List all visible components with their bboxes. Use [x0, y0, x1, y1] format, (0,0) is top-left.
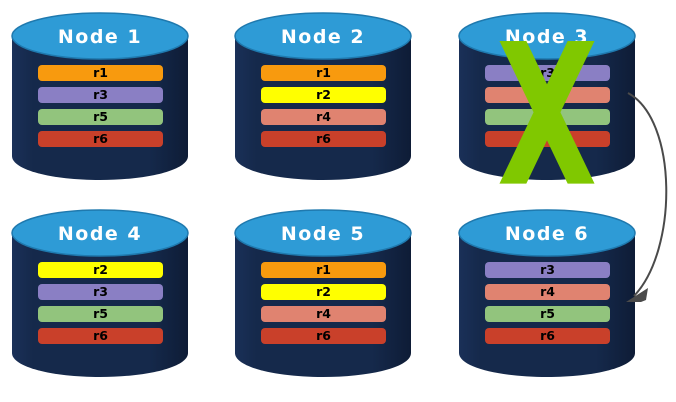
replica-bar[interactable]: r1: [261, 65, 386, 81]
replica-bar[interactable]: r2: [261, 284, 386, 300]
replica-bar[interactable]: r4: [261, 306, 386, 322]
cylinder-top-disc: [11, 209, 189, 257]
replica-bar[interactable]: r2: [38, 262, 163, 278]
replica-bar[interactable]: r3: [38, 87, 163, 103]
replica-bar[interactable]: r1: [38, 65, 163, 81]
replica-bar[interactable]: r3: [38, 284, 163, 300]
replica-bar[interactable]: r6: [261, 328, 386, 344]
replica-bar[interactable]: r6: [485, 131, 610, 147]
cylinder-top-disc: [11, 12, 189, 60]
replica-bar[interactable]: r4: [485, 87, 610, 103]
replica-bar[interactable]: r5: [38, 306, 163, 322]
replica-bar[interactable]: r5: [485, 109, 610, 125]
replica-bar[interactable]: r6: [485, 328, 610, 344]
replica-bar[interactable]: r4: [261, 109, 386, 125]
replica-bar-list: r1 r2 r4 r6: [261, 65, 386, 147]
replica-bar-list: r3 r4 r5 r6: [485, 262, 610, 344]
replica-bar[interactable]: r2: [261, 87, 386, 103]
replica-bar-list: r1 r2 r4 r6: [261, 262, 386, 344]
replica-bar-list: r3 r4 r5 r6: [485, 65, 610, 147]
cylinder-top-disc: [458, 12, 636, 60]
replica-bar[interactable]: r4: [485, 284, 610, 300]
replica-bar[interactable]: r3: [485, 262, 610, 278]
replica-bar[interactable]: r3: [485, 65, 610, 81]
cylinder-top-disc: [234, 209, 412, 257]
replica-bar-list: r2 r3 r5 r6: [38, 262, 163, 344]
cylinder-top-disc: [458, 209, 636, 257]
replica-bar[interactable]: r5: [38, 109, 163, 125]
replica-bar-list: r1 r3 r5 r6: [38, 65, 163, 147]
replica-bar[interactable]: r6: [261, 131, 386, 147]
replica-bar[interactable]: r1: [261, 262, 386, 278]
replica-bar[interactable]: r5: [485, 306, 610, 322]
replica-bar[interactable]: r6: [38, 131, 163, 147]
cylinder-top-disc: [234, 12, 412, 60]
replica-bar[interactable]: r6: [38, 328, 163, 344]
